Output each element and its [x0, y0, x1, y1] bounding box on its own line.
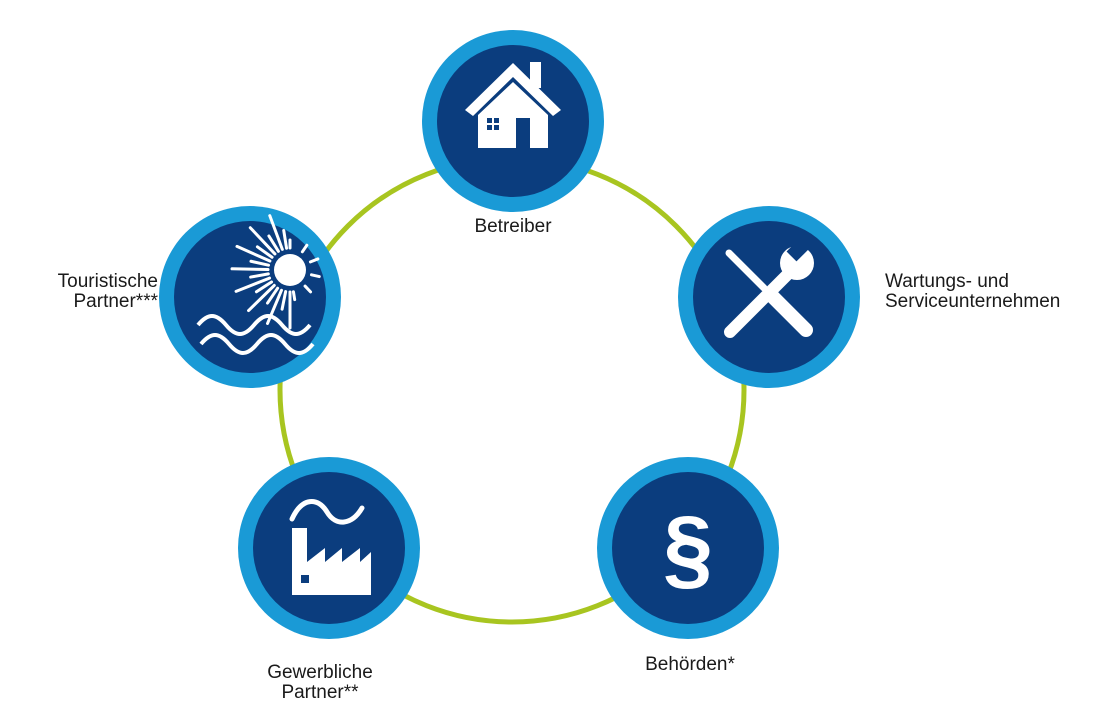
- node-gewerbliche: [238, 457, 420, 639]
- sun-ray: [282, 228, 289, 250]
- sun-ray: [303, 284, 313, 294]
- label-betreiber-line-1: Betreiber: [474, 216, 552, 237]
- sun-ray: [234, 276, 272, 293]
- behoerden-inner-circle: [612, 472, 764, 624]
- sun-ray: [308, 257, 320, 264]
- sun-ray: [309, 273, 321, 279]
- house-icon: [465, 62, 561, 148]
- gewerbliche-inner-circle: [253, 472, 405, 624]
- label-touristische: Touristische Partner***: [20, 272, 158, 312]
- label-gewerbliche-line-2: Partner**: [281, 682, 359, 703]
- sun-ray: [254, 280, 274, 294]
- sun-ray: [268, 214, 284, 251]
- sun-ray: [248, 226, 277, 256]
- sun-ray: [235, 244, 272, 263]
- sun-ray: [255, 245, 274, 259]
- sun-ray: [266, 286, 280, 305]
- label-behoerden-line-1: Behörden*: [645, 654, 735, 675]
- sun-ray: [249, 259, 271, 267]
- sun-ray: [291, 290, 297, 302]
- label-wartung-line-2: Serviceunternehmen: [885, 291, 1061, 312]
- label-gewerbliche-line-1: Gewerbliche: [267, 662, 373, 683]
- label-behoerden: Behörden*: [620, 655, 760, 675]
- sun-ray: [249, 272, 270, 279]
- paragraph-icon: §: [663, 499, 713, 599]
- label-touristische-line-2: Partner***: [73, 291, 159, 312]
- node-behoerden: §: [597, 457, 779, 639]
- sun-ray: [280, 290, 288, 311]
- sun-waves-icon: [196, 214, 321, 355]
- label-touristische-line-1: Touristische: [57, 271, 158, 292]
- sun-ray: [230, 267, 270, 272]
- node-betreiber: [422, 30, 604, 212]
- sun-ray: [267, 234, 280, 253]
- node-touristische: [159, 206, 341, 388]
- label-wartung: Wartungs- und Serviceunternehmen: [885, 272, 1111, 312]
- sun-ray: [300, 243, 309, 254]
- factory-icon: [289, 499, 371, 595]
- sun-ray: [247, 283, 276, 313]
- wrench-screwdriver-icon: [724, 234, 814, 338]
- label-wartung-line-1: Wartungs- und: [885, 271, 1009, 292]
- label-betreiber: Betreiber: [448, 217, 578, 237]
- node-wartung: [678, 206, 860, 388]
- label-gewerbliche: Gewerbliche Partner**: [250, 663, 390, 703]
